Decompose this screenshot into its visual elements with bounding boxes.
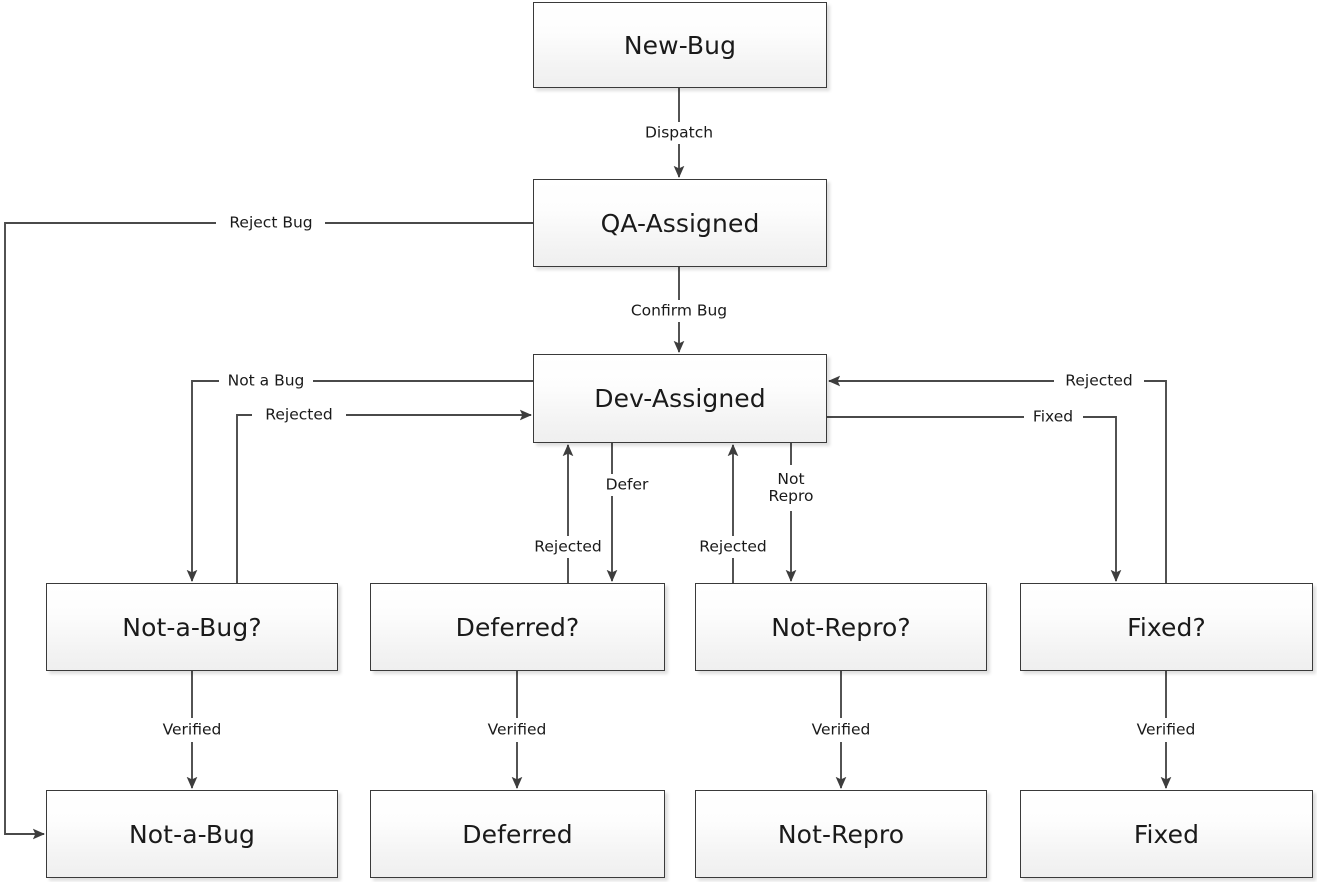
node-fixed[interactable]: Fixed xyxy=(1020,790,1313,878)
edge-label-verified-deferred: Verified xyxy=(484,721,550,739)
node-not-a-bug-question[interactable]: Not-a-Bug? xyxy=(46,583,338,671)
edge-label-confirm-bug: Confirm Bug xyxy=(627,302,731,320)
node-label-not-a-bug: Not-a-Bug xyxy=(128,819,256,849)
node-label-fixed: Fixed xyxy=(1133,819,1200,849)
node-label-deferred: Deferred xyxy=(462,819,573,849)
edge-label-rejected-not-a-bug: Rejected xyxy=(262,406,336,424)
edge-not-a-bug-c xyxy=(186,380,219,582)
node-deferred-question[interactable]: Deferred? xyxy=(370,583,665,671)
node-label-not-a-bug-question: Not-a-Bug? xyxy=(122,612,262,642)
node-label-dev-assigned: Dev-Assigned xyxy=(594,384,766,413)
edge-reject-bug-b xyxy=(4,222,216,840)
node-not-repro-question[interactable]: Not-Repro? xyxy=(695,583,987,671)
edge-label-defer: Defer xyxy=(602,476,652,494)
edge-rejected-nab-a xyxy=(236,414,252,583)
edge-label-fixed: Fixed xyxy=(1029,408,1077,426)
node-not-repro[interactable]: Not-Repro xyxy=(695,790,987,878)
edge-label-verified-fixed: Verified xyxy=(1133,721,1199,739)
node-label-new-bug: New-Bug xyxy=(623,30,737,60)
edge-label-verified-not-repro: Verified xyxy=(808,721,874,739)
node-label-deferred-question: Deferred? xyxy=(455,612,580,642)
node-label-qa-assigned: QA-Assigned xyxy=(600,208,760,238)
node-label-fixed-question: Fixed? xyxy=(1127,612,1206,642)
edge-label-rejected-not-repro: Rejected xyxy=(696,538,770,556)
edge-label-rejected-deferred: Rejected xyxy=(531,538,605,556)
edge-label-dispatch: Dispatch xyxy=(641,124,717,142)
edge-label-not-repro: Not Repro xyxy=(765,471,817,505)
node-label-not-repro: Not-Repro xyxy=(777,819,905,849)
edge-label-rejected-fixed: Rejected xyxy=(1062,372,1136,390)
edge-rejected-fix-a xyxy=(1144,380,1167,583)
edge-label-not-a-bug: Not a Bug xyxy=(224,372,308,390)
node-qa-assigned[interactable]: QA-Assigned xyxy=(533,179,827,267)
node-new-bug[interactable]: New-Bug xyxy=(533,2,827,88)
edge-fixed-b xyxy=(1083,416,1122,582)
edge-label-reject-bug: Reject Bug xyxy=(226,214,316,232)
edge-label-verified-not-a-bug: Verified xyxy=(159,721,225,739)
node-label-not-repro-question: Not-Repro? xyxy=(771,612,911,642)
node-not-a-bug[interactable]: Not-a-Bug xyxy=(46,790,338,878)
node-deferred[interactable]: Deferred xyxy=(370,790,665,878)
node-fixed-question[interactable]: Fixed? xyxy=(1020,583,1313,671)
node-dev-assigned[interactable]: Dev-Assigned xyxy=(533,354,827,443)
